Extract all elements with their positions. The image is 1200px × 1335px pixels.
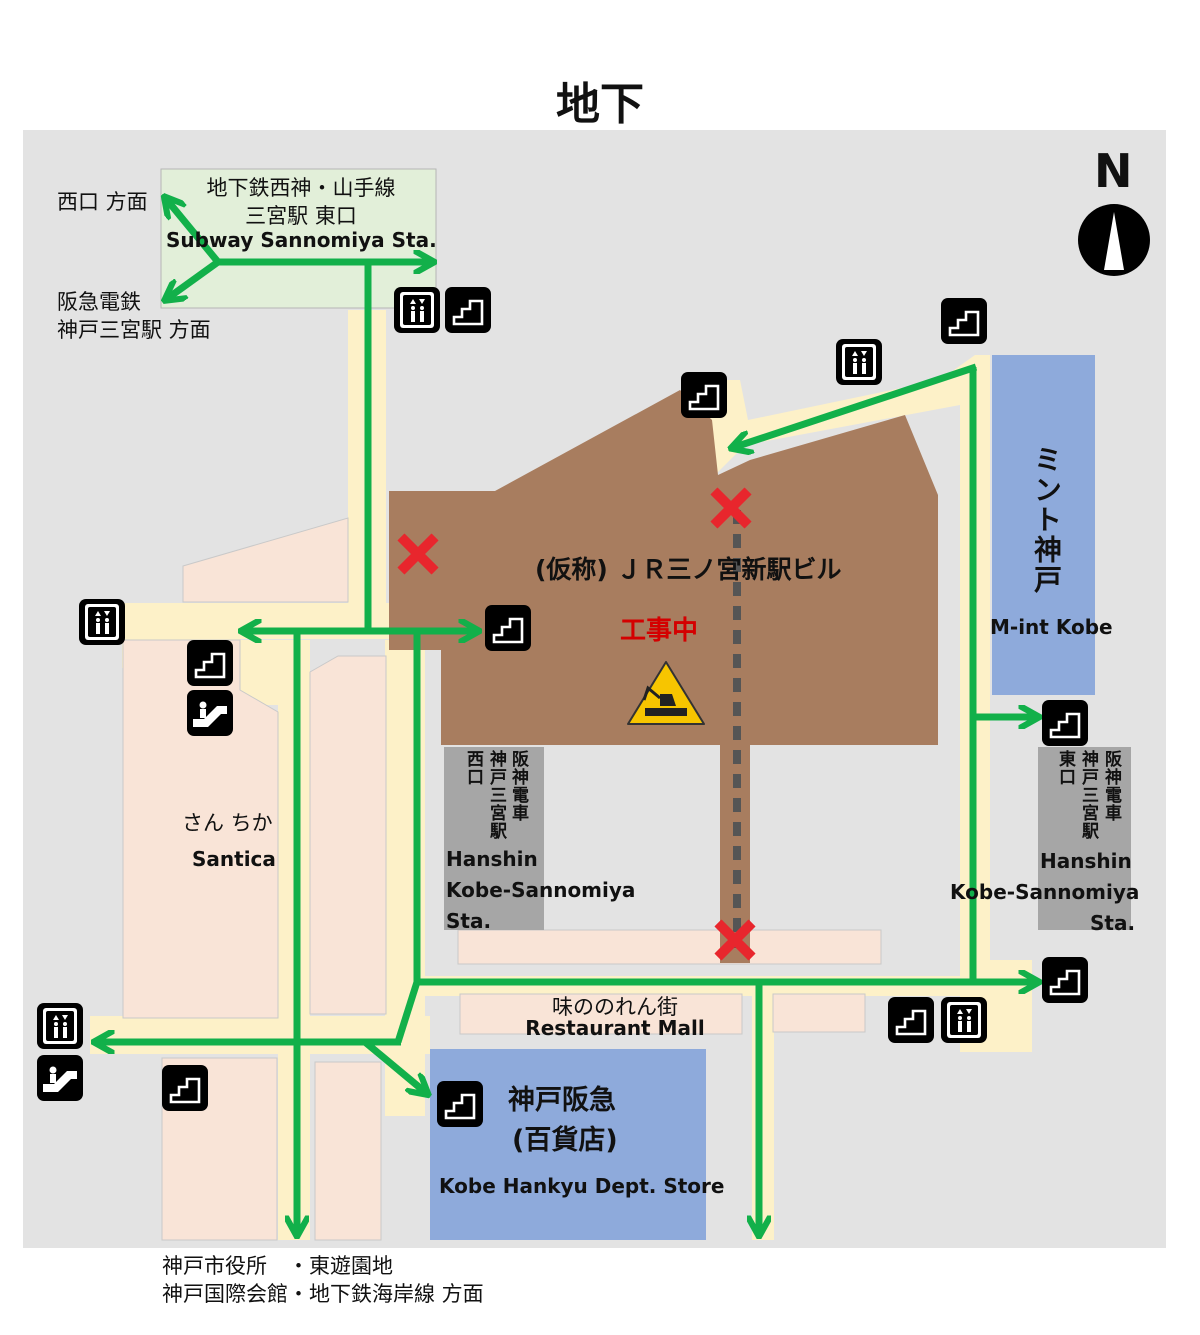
stairs-icon — [435, 1079, 485, 1129]
stairs-icon — [939, 296, 989, 346]
construction-warning-icon — [627, 661, 705, 725]
mint-kobe-label-en: M-int Kobe — [990, 615, 1113, 639]
elevator-icon — [37, 1003, 83, 1049]
stairs-icon — [160, 1063, 210, 1113]
subway-label-jp2: 三宮駅 東口 — [245, 204, 357, 228]
jr-building — [389, 390, 938, 745]
restaurant-mall-label-en: Restaurant Mall — [525, 1016, 705, 1040]
stairs-icon — [1040, 698, 1090, 748]
compass-letter: N — [1094, 144, 1133, 198]
santica-label-jp: さん ちか — [182, 811, 273, 835]
hanshin-east-en-3: Sta. — [1090, 911, 1136, 935]
kobe-hankyu-label-en: Kobe Hankyu Dept. Store — [439, 1174, 725, 1198]
escalator-icon — [187, 690, 233, 736]
stairs-icon — [483, 603, 533, 653]
hankyu-rail-label-2: 神戸三宮駅 方面 — [57, 318, 211, 342]
construction-label: 工事中 — [620, 616, 699, 646]
stairs-icon — [886, 995, 936, 1045]
elevator-icon — [941, 997, 987, 1043]
bottom-direction-label-1: 神戸市役所 ・東遊園地 — [162, 1254, 393, 1278]
north-arrow-icon — [1078, 204, 1150, 276]
hankyu-rail-label-1: 阪急電鉄 — [57, 290, 141, 314]
hanshin-west-en-1: Hanshin — [446, 847, 538, 871]
hanshin-west-station — [444, 747, 544, 930]
stairs-icon — [1040, 955, 1090, 1005]
hanshin-west-en-2: Kobe-Sannomiya — [446, 878, 636, 902]
hanshin-east-jp-1: 阪神電車 — [1101, 750, 1121, 822]
hanshin-east-jp-2: 神戸三宮駅 — [1078, 750, 1098, 840]
subway-label-en: Subway Sannomiya Sta. — [166, 228, 437, 252]
hanshin-west-en-3: Sta. — [446, 909, 492, 933]
hanshin-east-en-2: Kobe-Sannomiya — [950, 880, 1140, 904]
subway-label-jp: 地下鉄西神・山手線 — [206, 176, 396, 200]
hanshin-east-en-1: Hanshin — [1040, 849, 1132, 873]
page-title: 地下 — [556, 79, 644, 130]
hanshin-west-jp-2: 神戸三宮駅 — [486, 750, 506, 840]
elevator-icon — [836, 339, 882, 385]
jr-building-label: (仮称) ＪＲ三ノ宮新駅ビル — [535, 555, 842, 584]
mint-kobe-building — [992, 355, 1095, 695]
elevator-icon — [394, 287, 440, 333]
hanshin-east-jp-3: 東口 — [1055, 750, 1075, 786]
hanshin-west-jp-3: 西口 — [463, 750, 483, 786]
elevator-icon — [79, 599, 125, 645]
kobe-hankyu-label-jp2: (百貨店) — [512, 1125, 618, 1156]
bottom-direction-label-2: 神戸国際会館・地下鉄海岸線 方面 — [162, 1282, 484, 1306]
stairs-icon — [679, 370, 729, 420]
escalator-icon — [37, 1055, 83, 1101]
kobe-hankyu-label-jp: 神戸阪急 — [508, 1085, 616, 1116]
shops — [122, 517, 882, 1241]
stairs-icon — [443, 285, 493, 335]
west-exit-label: 西口 方面 — [57, 190, 148, 214]
mint-kobe-label-jp: ミント神戸 — [1030, 445, 1063, 595]
routes — [98, 200, 1035, 1232]
kobe-hankyu-dept-store — [430, 1049, 706, 1240]
subway-station-area — [160, 168, 437, 309]
stairs-icon — [185, 638, 235, 688]
santica-label-en: Santica — [192, 847, 276, 871]
restaurant-mall-label-jp: 味ののれん街 — [552, 995, 678, 1019]
hanshin-east-station — [1038, 747, 1131, 930]
hanshin-west-jp-1: 阪神電車 — [508, 750, 528, 822]
